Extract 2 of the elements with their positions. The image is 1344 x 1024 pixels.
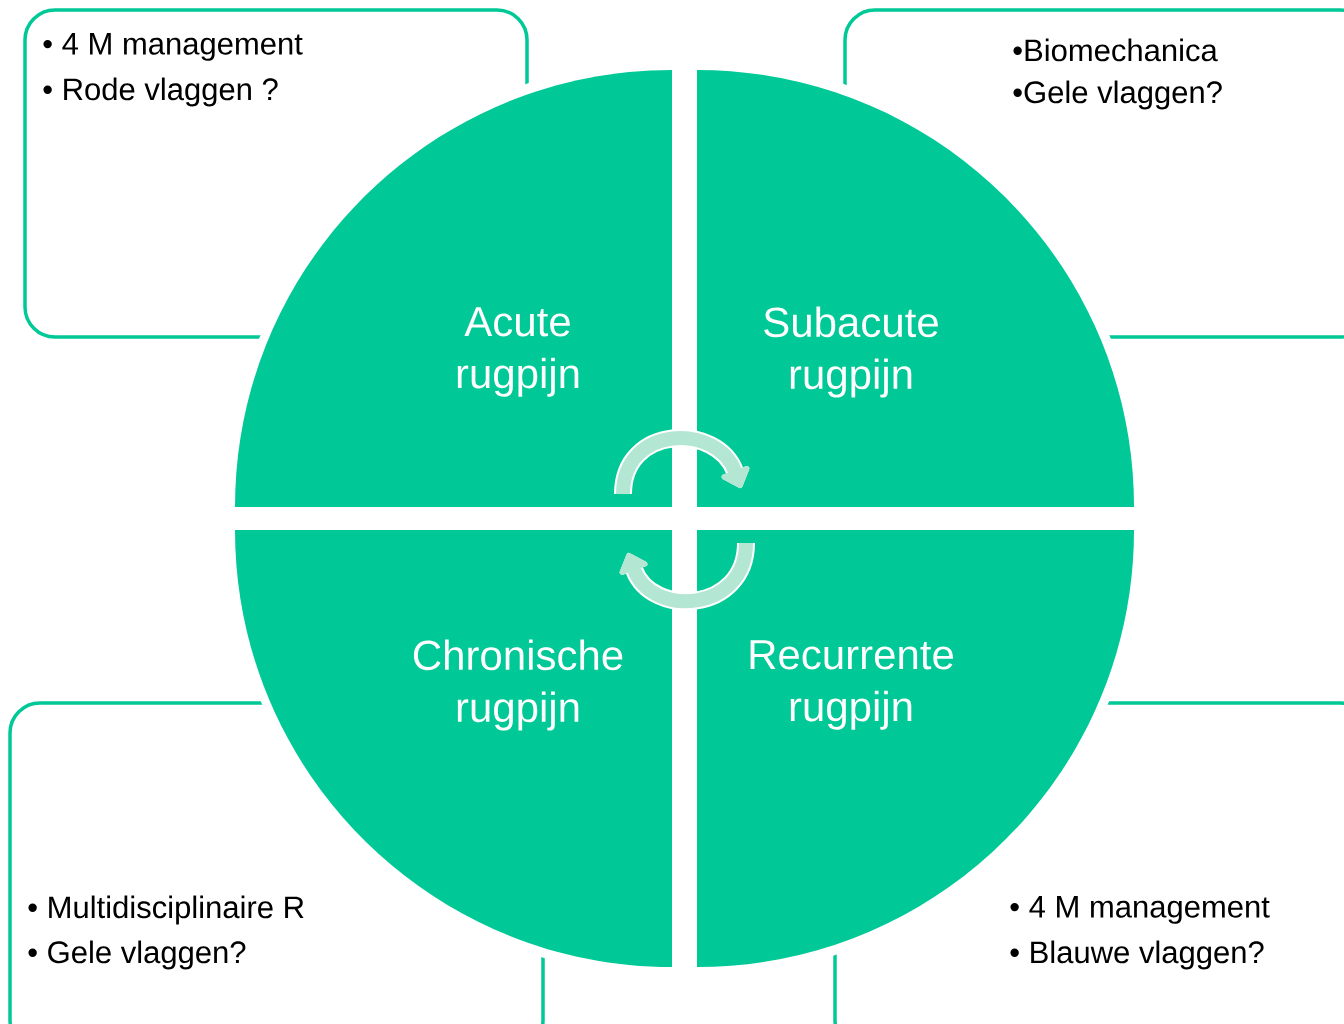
curved-arrow: [619, 541, 755, 611]
curved-arrow: [614, 429, 750, 495]
